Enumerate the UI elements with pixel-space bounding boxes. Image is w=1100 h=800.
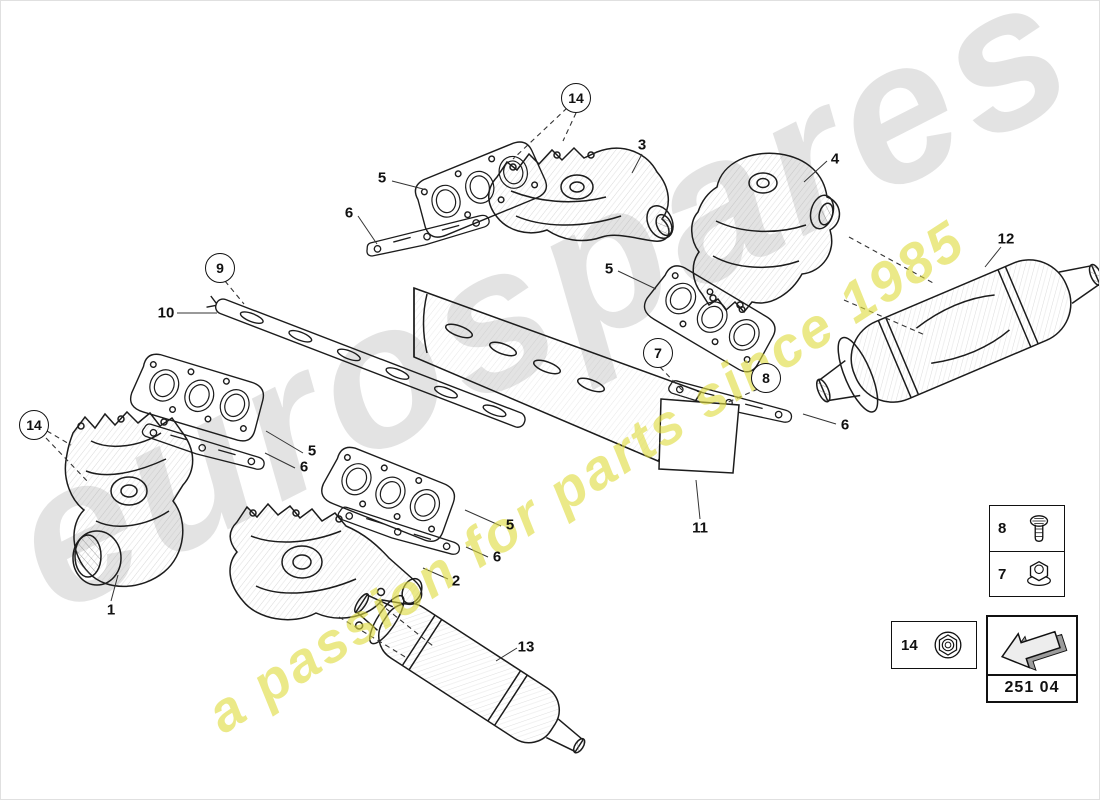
leader-lines (110, 153, 1002, 662)
legend-row-bolt: 8 (990, 506, 1064, 551)
label-part-3: 3 (637, 136, 647, 154)
callout-14-left: 14 (19, 410, 49, 440)
label-part-1: 1 (106, 601, 116, 619)
label-part-5-right: 5 (604, 260, 614, 278)
label-part-6-right: 6 (840, 416, 850, 434)
label-part-4: 4 (830, 150, 840, 168)
label-part-6-left: 6 (299, 458, 309, 476)
strip-top (364, 211, 492, 261)
label-part-6-top: 6 (344, 204, 354, 222)
legend-flange-nut: 14 (891, 621, 977, 669)
heat-shield-strip (206, 295, 526, 428)
dashed-leader-lines (45, 107, 936, 659)
label-part-11: 11 (692, 519, 708, 537)
callout-7: 7 (643, 338, 673, 368)
label-part-12: 12 (997, 230, 1015, 248)
exhaust-manifold-3 (488, 146, 674, 242)
exhaust-manifold-4 (691, 152, 841, 314)
back-arrow-icon (1000, 630, 1068, 671)
legend-flange-nut-number: 14 (901, 636, 918, 654)
part-group-box: 251 04 (986, 615, 1078, 703)
catalytic-converter-right (815, 259, 1099, 413)
label-part-5-left: 5 (307, 442, 317, 460)
exhaust-manifold-2 (229, 502, 423, 621)
legend-bolt-number: 8 (998, 520, 1007, 537)
label-part-2: 2 (451, 572, 461, 590)
flange-nut-icon (934, 631, 962, 659)
label-part-6-mid: 6 (492, 548, 502, 566)
legend-row-nut: 7 (990, 551, 1064, 596)
nut-icon (1027, 560, 1051, 586)
legend-nut-number: 7 (998, 565, 1007, 583)
arrow-area (988, 617, 1076, 674)
label-part-5-mid: 5 (505, 516, 515, 534)
label-part-10: 10 (157, 304, 175, 322)
legend-fasteners: 8 7 (989, 505, 1065, 597)
callout-9: 9 (205, 253, 235, 283)
label-part-13: 13 (517, 638, 535, 656)
catalytic-converter-bottom (354, 587, 586, 754)
callout-8: 8 (751, 363, 781, 393)
callout-14-top: 14 (561, 83, 591, 113)
bolt-icon (1029, 514, 1049, 542)
heat-shield-large (413, 286, 740, 474)
label-part-5-top: 5 (377, 169, 387, 187)
part-group-code: 251 04 (988, 674, 1076, 701)
exhaust-manifold-1 (64, 410, 194, 588)
